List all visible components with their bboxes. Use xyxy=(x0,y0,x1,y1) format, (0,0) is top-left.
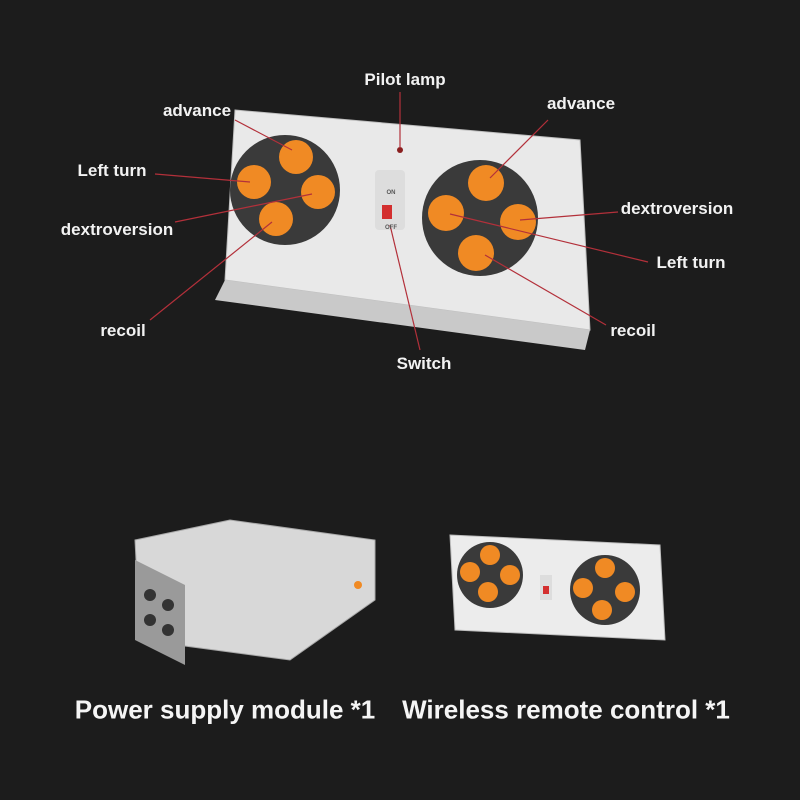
left-dpad xyxy=(230,135,340,245)
switch-off-text: OFF xyxy=(385,225,397,231)
switch-on-text: ON xyxy=(386,190,396,196)
right-dpad xyxy=(422,160,538,276)
label-right-advance: advance xyxy=(546,94,616,113)
remote-control-large xyxy=(215,109,591,350)
power-supply-module xyxy=(134,519,376,665)
caption-wireless-remote: Wireless remote control *1 xyxy=(402,694,730,725)
remote-control-small xyxy=(449,534,666,641)
label-left-dextroversion: dextroversion xyxy=(60,220,174,239)
label-left-advance: advance xyxy=(162,101,232,120)
pilot-lamp xyxy=(397,147,403,153)
label-pilot-lamp: Pilot lamp xyxy=(364,70,446,89)
caption-power-supply-module: Power supply module *1 xyxy=(74,694,376,725)
label-right-dextroversion: dextroversion xyxy=(620,199,734,218)
leader-lines xyxy=(149,92,649,351)
label-switch: Switch xyxy=(396,354,452,373)
label-right-left-turn: Left turn xyxy=(656,253,726,272)
power-switch xyxy=(375,170,405,230)
label-left-left-turn: Left turn xyxy=(77,161,147,180)
label-left-recoil: recoil xyxy=(100,321,146,340)
label-right-recoil: recoil xyxy=(610,321,656,340)
